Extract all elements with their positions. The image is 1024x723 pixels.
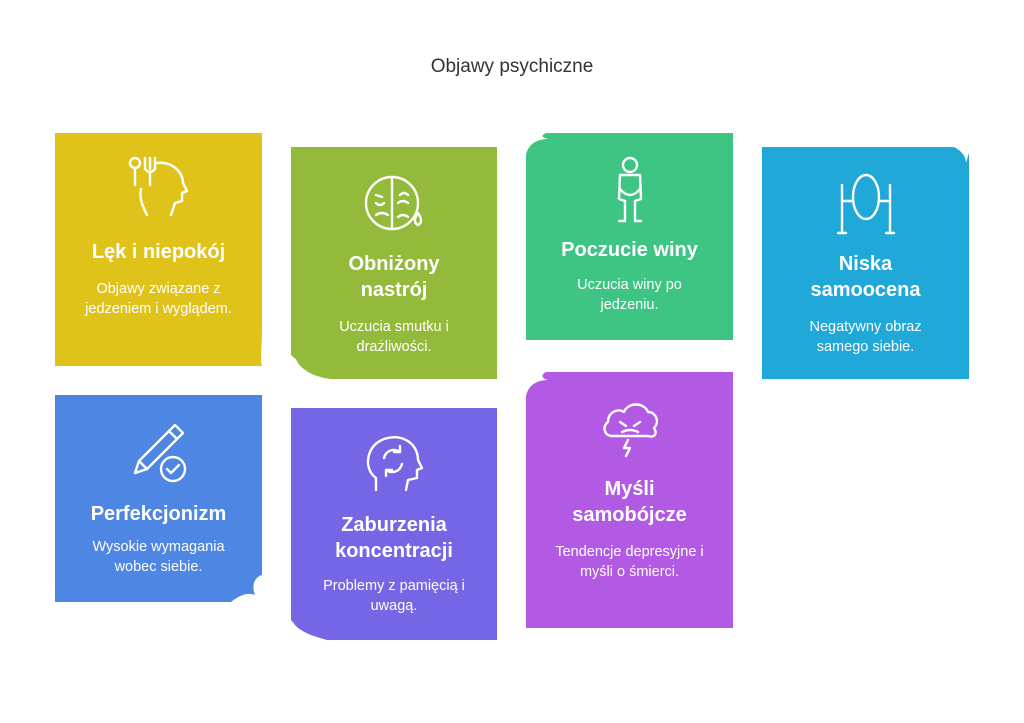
card-description: Negatywny obraz samego siebie. bbox=[809, 319, 922, 355]
card-background bbox=[762, 147, 969, 379]
card-description: Objawy związane z jedzeniem i wyglądem. bbox=[85, 281, 232, 317]
head-fork-icon bbox=[127, 155, 191, 219]
head-arrows-icon bbox=[362, 432, 426, 496]
card-background bbox=[291, 147, 497, 379]
sad-face-icon bbox=[362, 171, 426, 235]
card-heading: Zaburzenia koncentracji bbox=[335, 514, 453, 562]
card-background bbox=[526, 372, 733, 628]
card-heading: Lęk i niepokój bbox=[91, 241, 226, 263]
card-description: Uczucia smutku i drażliwości. bbox=[339, 319, 449, 355]
card-perfekcjonizm: Perfekcjonizm Wysokie wymagania wobec si… bbox=[55, 395, 262, 602]
card-nastroj: Obniżony nastrój Uczucia smutku i drażli… bbox=[291, 147, 497, 379]
card-koncentracja: Zaburzenia koncentracji Problemy z pamię… bbox=[291, 408, 497, 640]
card-lek: Lęk i niepokój Objawy związane z jedzeni… bbox=[55, 133, 262, 366]
card-description: Uczucia winy po jedzeniu. bbox=[577, 277, 682, 313]
card-samoocena: Niska samoocena Negatywny obraz samego s… bbox=[762, 147, 969, 379]
card-background bbox=[55, 133, 262, 366]
card-description: Wysokie wymagania wobec siebie. bbox=[92, 539, 225, 575]
guilty-person-icon bbox=[605, 155, 655, 225]
card-background bbox=[55, 395, 262, 602]
storm-cloud-icon bbox=[598, 396, 662, 460]
card-wina: Poczucie winy Uczucia winy po jedzeniu. bbox=[526, 133, 733, 340]
card-heading: Niska samoocena bbox=[810, 253, 921, 301]
card-heading: Myśli samobójcze bbox=[572, 478, 687, 526]
card-heading: Poczucie winy bbox=[561, 239, 698, 261]
card-background bbox=[291, 408, 497, 640]
page-title: Objawy psychiczne bbox=[430, 56, 594, 77]
card-heading: Obniżony nastrój bbox=[348, 253, 440, 301]
card-heading: Perfekcjonizm bbox=[90, 503, 227, 525]
card-background bbox=[526, 133, 733, 340]
pencil-check-icon bbox=[125, 419, 193, 487]
mirror-icon bbox=[836, 171, 896, 237]
card-description: Tendencje depresyjne i myśli o śmierci. bbox=[555, 544, 704, 580]
card-mysli: Myśli samobójcze Tendencje depresyjne i … bbox=[526, 372, 733, 628]
card-description: Problemy z pamięcią i uwagą. bbox=[323, 578, 465, 614]
